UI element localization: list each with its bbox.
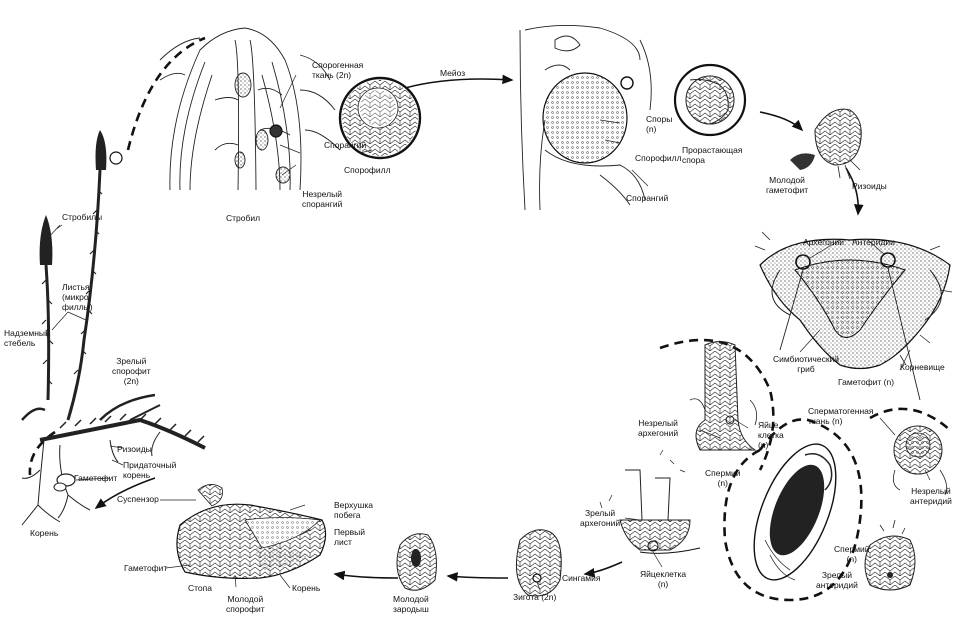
label-germinating-spore: Прорастающая спора <box>682 145 743 165</box>
immature-archegonium <box>689 341 758 451</box>
arrow-young-to-mature-sporophyte <box>94 477 156 509</box>
label-spores: Споры (n) <box>646 114 673 134</box>
arrow-meiosis <box>404 74 514 89</box>
germinating-spore-zoom <box>673 63 747 137</box>
side-branch <box>99 393 156 421</box>
label-leaves: Листья (микро филлы) <box>62 282 93 312</box>
label-rhizome: Корневище <box>900 362 945 372</box>
young-sporophyte-structure <box>176 484 327 579</box>
label-root-left: Корень <box>30 528 59 538</box>
label-gametophyte-bottom: Гаметофит <box>124 563 168 573</box>
label-meiosis: Мейоз <box>440 68 466 78</box>
label-sperm-right: Спермий (n) <box>834 544 870 564</box>
label-antheridia: Антеридии <box>852 237 895 247</box>
rhizome-stem <box>39 417 206 450</box>
label-gametophyte-left: Гаметофит <box>74 473 118 483</box>
label-young-gametophyte: Молодой гаметофит <box>766 175 809 195</box>
label-immature-archegonium: Незрелый архегоний <box>638 418 679 438</box>
zygote-structure <box>515 529 562 597</box>
label-immature-sporangium: Незрелый спорангий <box>302 189 343 209</box>
spermatogenous-antheridium <box>892 425 948 496</box>
label-zygote: Зигота (2n) <box>513 592 557 602</box>
arrow-fertilization <box>583 561 623 578</box>
label-spermatogenous-tissue: Сперматогенная ткань (n) <box>808 406 874 426</box>
label-immature-antheridium: Незрелый антеридий <box>910 486 952 506</box>
label-sporogenous-tissue: Спорогенная ткань (2n) <box>312 60 364 80</box>
label-suspensor: Суспензор <box>117 494 159 504</box>
mature-gametophyte <box>754 231 953 401</box>
label-strobili: Стробилы <box>62 212 103 222</box>
arrow-sperm-syngamy <box>639 547 701 554</box>
label-sporophyll-mid: Спорофилл <box>635 153 682 163</box>
strobilus-cone-right <box>95 130 107 170</box>
arrow-embryo-to-young-sporophyte <box>333 570 399 581</box>
arrow-zygote-to-embryo <box>446 572 509 582</box>
label-foot: Стопа <box>188 583 212 593</box>
arrow-spore-to-gametophyte <box>759 111 804 132</box>
label-young-embryo: Молодой зародыш <box>393 594 429 614</box>
label-mature-archegonium: Зрелый архегоний <box>580 508 621 528</box>
mature-antheridium <box>864 519 916 591</box>
label-egg-cell-top: Яйце клетка (n) <box>758 420 784 450</box>
label-adventitious-root: Придаточный корень <box>123 460 177 480</box>
mature-sporophyte-plant <box>21 130 206 526</box>
sporangium-section <box>519 24 652 211</box>
label-rhizoids-left: Ризоиды <box>117 444 152 454</box>
sperm-cell-large <box>753 443 837 581</box>
zoom-marker-strobilus <box>109 151 123 165</box>
young-gametophyte <box>790 108 862 180</box>
aerial-stem-right <box>66 169 102 421</box>
label-egg-cell-bottom: Яйцеклетка (n) <box>640 569 687 589</box>
label-mature-antheridium: Зрелый антеридий <box>816 570 858 590</box>
label-sporophyll-top: Спорофилл <box>344 165 391 175</box>
label-symbiotic-fungus: Симбиотический гриб <box>773 354 840 374</box>
label-first-leaf: Первый лист <box>334 527 365 547</box>
label-sperm-mid: Спермий (n) <box>705 468 741 488</box>
enclosure-sperm <box>723 418 863 602</box>
label-root-bottom: Корень <box>292 583 321 593</box>
label-sporangium-top: Спорангий <box>324 140 367 150</box>
label-sporangium-mid: Спорангий <box>626 193 669 203</box>
label-syngamy: Сингамия <box>562 573 601 583</box>
label-shoot-apex: Верхушка побега <box>334 500 373 520</box>
label-rhizoids-right: Ризоиды <box>852 181 887 191</box>
enclosure-archegonium <box>659 338 775 471</box>
enclosure-gametophyte-left <box>28 430 56 476</box>
strobilus-section <box>159 27 341 191</box>
leader-lines <box>45 74 931 591</box>
aerial-stem-left <box>44 264 51 401</box>
mature-archegonium <box>599 449 691 552</box>
enclosure-strobilus <box>126 36 206 151</box>
label-archegonia: Архегонии <box>803 237 845 247</box>
sporogenous-tissue-zoom <box>338 76 422 160</box>
label-aerial-stem: Надземный стебель <box>4 328 50 348</box>
zoom-marker-sporangium <box>269 124 283 138</box>
zoom-marker-antheridium <box>880 252 896 268</box>
young-embryo-structure <box>396 533 437 591</box>
roots-main <box>21 431 161 526</box>
label-mature-sporophyte: Зрелый спорофит (2n) <box>112 356 151 386</box>
side-branch-2 <box>129 404 161 421</box>
zoom-marker-archegonium <box>795 254 811 270</box>
dashed-enclosures <box>28 36 951 602</box>
enclosure-antheridium <box>869 407 951 431</box>
zoom-marker-spore <box>620 76 634 90</box>
cycle-arrows <box>94 74 864 582</box>
label-gametophyte-n: Гаметофит (n) <box>838 377 895 387</box>
label-young-sporophyte: Молодой спорофит <box>226 594 265 614</box>
arrow-young-to-mature-gametophyte <box>845 167 864 216</box>
spores-mass <box>542 72 628 164</box>
label-strobilus: Стробил <box>226 213 261 223</box>
